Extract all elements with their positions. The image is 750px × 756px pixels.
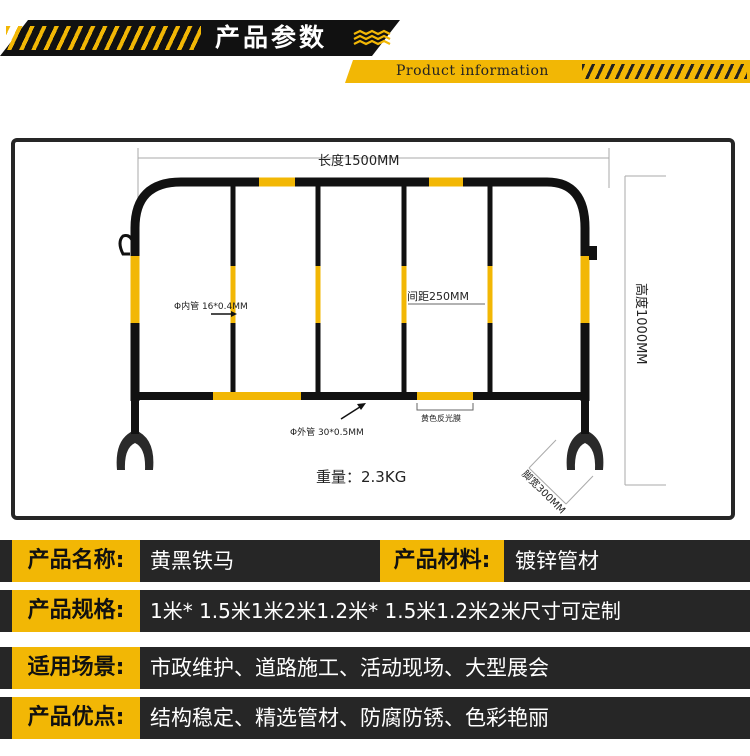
spec-row-scene: 适用场景: 市政维护、道路施工、活动现场、大型展会 xyxy=(0,647,750,689)
hazard-stripes-right xyxy=(582,64,747,79)
spec-advantage-label: 产品优点: xyxy=(12,697,140,739)
page-title: 产品参数 xyxy=(215,23,328,52)
spacing-label: 间距250MM xyxy=(407,290,469,303)
spec-scene-value: 市政维护、道路施工、活动现场、大型展会 xyxy=(150,656,549,680)
spec-size-label: 产品规格: xyxy=(12,590,140,632)
page-subtitle: Product information xyxy=(396,63,549,79)
spec-row-advantage: 产品优点: 结构稳定、精选管材、防腐防锈、色彩艳丽 xyxy=(0,697,750,739)
spec-material-label: 产品材料: xyxy=(380,540,504,582)
chevron-decoration-icon xyxy=(353,29,391,46)
spec-size-value: 1米* 1.5米1米2米1.2米* 1.5米1.2米2米尺寸可定制 xyxy=(150,599,621,623)
height-label: 高度1000MM xyxy=(633,283,648,365)
barrier-drawing xyxy=(116,148,666,505)
hazard-stripes-left xyxy=(6,26,201,50)
inner-tube-label: Φ内管 16*0.4MM xyxy=(174,302,248,312)
weight-label: 重量：2.3KG xyxy=(316,468,407,486)
spec-advantage-value: 结构稳定、精选管材、防腐防锈、色彩艳丽 xyxy=(150,706,549,730)
spec-row-size: 产品规格: 1米* 1.5米1米2米1.2米* 1.5米1.2米2米尺寸可定制 xyxy=(0,590,750,632)
spec-name-label: 产品名称: xyxy=(12,540,140,582)
length-label: 长度1500MM xyxy=(318,154,400,169)
spec-material-value: 镀锌管材 xyxy=(515,549,599,573)
spec-row-name-material: 产品名称: 黄黑铁马 产品材料: 镀锌管材 xyxy=(0,540,750,582)
outer-tube-label: Φ外管 30*0.5MM xyxy=(290,428,364,438)
spec-name-value: 黄黑铁马 xyxy=(150,549,234,573)
reflective-film-label: 黄色反光膜 xyxy=(421,414,461,423)
spec-scene-label: 适用场景: xyxy=(12,647,140,689)
